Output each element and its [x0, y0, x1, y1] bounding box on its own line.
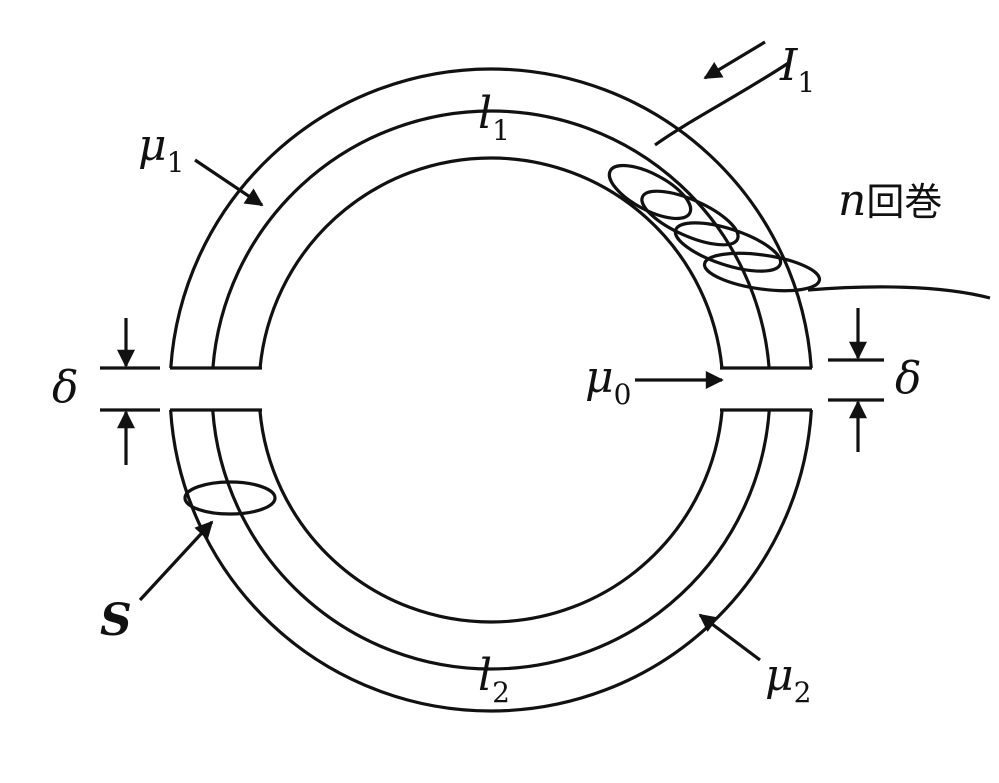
mu2-label: μ2 [765, 650, 811, 709]
l1-label: l1 [478, 88, 510, 147]
delta-right-label: δ [895, 353, 922, 404]
s-label: S [100, 595, 132, 646]
mu0-label: μ0 [585, 352, 631, 411]
core-upper-arc [211, 109, 771, 369]
coil-winding [607, 60, 991, 300]
cross-section-ellipse [183, 480, 277, 516]
core-upper-arc [258, 156, 724, 369]
current-arrow [703, 40, 766, 80]
core-upper-arc [169, 67, 813, 369]
mu1-arrow [194, 158, 264, 207]
core-lower-arc [169, 409, 813, 713]
current-label: I1 [779, 40, 815, 99]
delta-left-label: δ [52, 362, 79, 413]
mu1-label: μ1 [138, 120, 184, 179]
turns-label: n回巻 [838, 175, 942, 226]
s-arrow [138, 520, 214, 602]
core-lower-arc [258, 409, 724, 624]
l2-label: l2 [478, 650, 510, 709]
core-lower-arc [211, 409, 771, 671]
right-gap-dimension [828, 308, 884, 452]
mu2-arrow [698, 613, 761, 662]
left-gap-dimension [100, 318, 160, 465]
toroid-core [169, 67, 813, 713]
